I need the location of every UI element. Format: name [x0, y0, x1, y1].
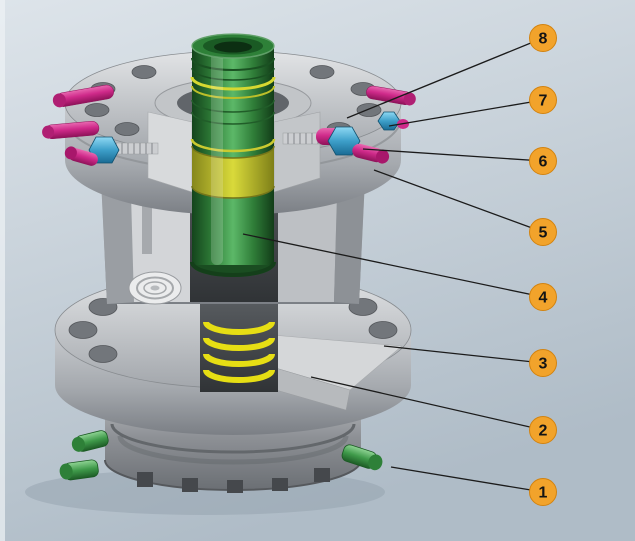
callout-badge-8: 8: [529, 24, 557, 52]
bore-cavity: [200, 296, 278, 392]
callout-badge-7: 7: [529, 86, 557, 114]
callout-number-4: 4: [539, 290, 548, 307]
bottom-fittings: [59, 430, 383, 481]
callout-number-2: 2: [539, 423, 548, 440]
leader-line-3: [383, 345, 544, 364]
threaded-outlet-port: [128, 271, 182, 305]
fitting-left-upper: [71, 430, 109, 452]
leader-line-1: [390, 466, 544, 493]
callout-badge-4: 4: [529, 283, 557, 311]
callout-number-8: 8: [539, 31, 548, 48]
callout-badge-3: 3: [529, 349, 557, 377]
callout-number-3: 3: [539, 356, 548, 373]
callout-number-6: 6: [539, 154, 548, 171]
blue-hex-nut-right: [327, 126, 361, 156]
callout-number-1: 1: [539, 485, 548, 502]
leader-line-5: [373, 169, 544, 233]
leader-line-2: [310, 376, 544, 431]
callout-badge-1: 1: [529, 478, 557, 506]
leader-line-7: [388, 99, 544, 127]
leader-line-4: [242, 233, 544, 298]
callout-badge-2: 2: [529, 416, 557, 444]
callout-badge-6: 6: [529, 147, 557, 175]
fitting-right: [341, 444, 383, 471]
lock-screws-left: [42, 84, 159, 166]
leader-line-6: [362, 148, 544, 162]
mandrel-hanger: [190, 33, 276, 277]
cut-section-faces: [259, 333, 403, 411]
fitting-left-lower: [59, 459, 99, 481]
callout-number-5: 5: [539, 225, 548, 242]
leader-line-8: [346, 37, 544, 119]
callout-number-7: 7: [539, 93, 548, 110]
seal-rings: [203, 321, 275, 383]
callout-badge-5: 5: [529, 218, 557, 246]
